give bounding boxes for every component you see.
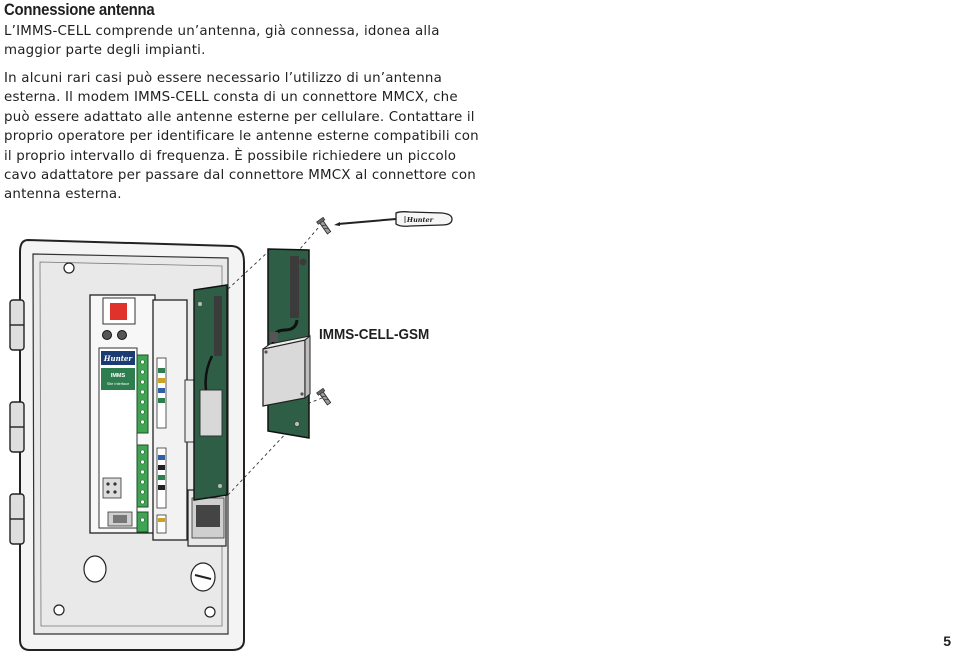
indicator-light <box>110 303 127 320</box>
screwdriver-icon: Hunter <box>334 211 453 227</box>
text-line: può essere adattato alle antenne esterne… <box>4 109 475 125</box>
mounting-holes <box>53 262 216 618</box>
intro-paragraph: L’IMMS-CELL comprende un’antenna, già co… <box>4 22 440 61</box>
text-line: L’IMMS-CELL comprende un’antenna, già co… <box>4 24 440 39</box>
terminal-strip <box>136 354 149 533</box>
panel-model: IMMS <box>111 373 126 379</box>
text-line: proprio operatore per identificare le an… <box>4 129 479 145</box>
text-line: antenna esterna. <box>4 187 122 203</box>
text-line: cavo adattatore per passare dal connetto… <box>4 168 476 184</box>
screw-icon <box>316 216 332 406</box>
hinge-icon <box>9 299 25 545</box>
text-line: maggior parte degli impianti. <box>4 43 206 59</box>
panel-subtitle: Site Interface <box>107 382 129 386</box>
panel-brand: Hunter <box>103 354 133 363</box>
gsm-modem-module <box>262 248 311 439</box>
interface-board <box>152 299 188 541</box>
screwdriver-brand: Hunter <box>406 216 434 224</box>
section-heading: Connessione antenna <box>4 0 155 19</box>
installed-modem-board <box>193 284 228 501</box>
module-label: IMMS-CELL-GSM <box>319 326 430 343</box>
text-line: esterna. Il modem IMMS-CELL consta di un… <box>4 90 458 106</box>
text-line: In alcuni rari casi può essere necessari… <box>4 71 443 86</box>
page-number: 5 <box>943 633 951 649</box>
text-line: il proprio intervallo di frequenza. È po… <box>4 148 457 164</box>
body-paragraph: In alcuni rari casi può essere necessari… <box>4 69 479 205</box>
